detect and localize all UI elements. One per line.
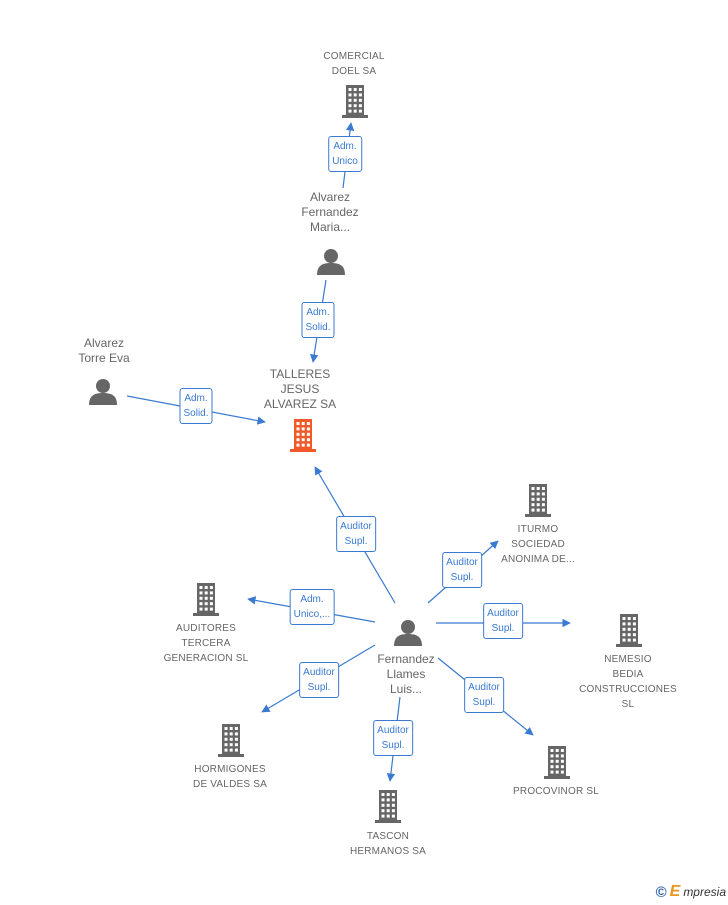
edge-label-adm-unico-auditores[interactable]: Adm. Unico,... (289, 589, 335, 625)
edge-label-auditor-supl-hormigones[interactable]: Auditor Supl. (299, 662, 339, 698)
edge-label-auditor-supl-procovinor[interactable]: Auditor Supl. (464, 677, 504, 713)
edge-label-auditor-supl-iturmo[interactable]: Auditor Supl. (442, 552, 482, 588)
person-icon[interactable] (394, 620, 422, 646)
edge-label-auditor-supl-talleres[interactable]: Auditor Supl. (336, 516, 376, 552)
building-icon[interactable] (616, 614, 642, 647)
node-label-tascon[interactable]: TASCON HERMANOS SA (349, 831, 427, 857)
node-label-talleres[interactable]: TALLERES JESUS ALVAREZ SA (263, 367, 337, 411)
edge-label-adm-unico[interactable]: Adm. Unico (328, 136, 362, 172)
node-label-iturmo[interactable]: ITURMO SOCIEDAD ANONIMA DE... (501, 524, 575, 565)
node-label-comercial-doel[interactable]: COMERCIAL DOEL SA (323, 51, 385, 77)
edge-label-adm-solid-1[interactable]: Adm. Solid. (301, 302, 335, 338)
edge-label-auditor-supl-nemesio[interactable]: Auditor Supl. (483, 603, 523, 639)
node-label-nemesio[interactable]: NEMESIO BEDIA CONSTRUCCIONES SL (579, 654, 677, 710)
node-label-alvarez-fernandez[interactable]: Alvarez Fernandez Maria... (301, 190, 359, 234)
building-icon[interactable] (290, 419, 316, 452)
building-icon[interactable] (544, 746, 570, 779)
building-icon[interactable] (193, 583, 219, 616)
person-icon[interactable] (89, 379, 117, 405)
edge-label-adm-solid-2[interactable]: Adm. Solid. (179, 388, 213, 424)
node-label-auditores[interactable]: AUDITORES TERCERA GENERACION SL (163, 623, 249, 664)
edge-label-auditor-supl-tascon[interactable]: Auditor Supl. (373, 720, 413, 756)
building-icon[interactable] (375, 790, 401, 823)
node-label-procovinor[interactable]: PROCOVINOR SL (513, 786, 599, 797)
copyright-icon: © (655, 883, 667, 901)
building-icon[interactable] (342, 85, 368, 118)
brand-name: mpresia (683, 885, 726, 899)
brand-initial: E (669, 883, 681, 900)
node-label-alvarez-torre[interactable]: Alvarez Torre Eva (78, 336, 130, 365)
node-label-hormigones[interactable]: HORMIGONES DE VALDES SA (193, 764, 267, 790)
building-icon[interactable] (218, 724, 244, 757)
node-label-fernandez-llames[interactable]: Fernandez Llames Luis... (377, 652, 435, 696)
building-icon[interactable] (525, 484, 551, 517)
person-icon[interactable] (317, 249, 345, 275)
